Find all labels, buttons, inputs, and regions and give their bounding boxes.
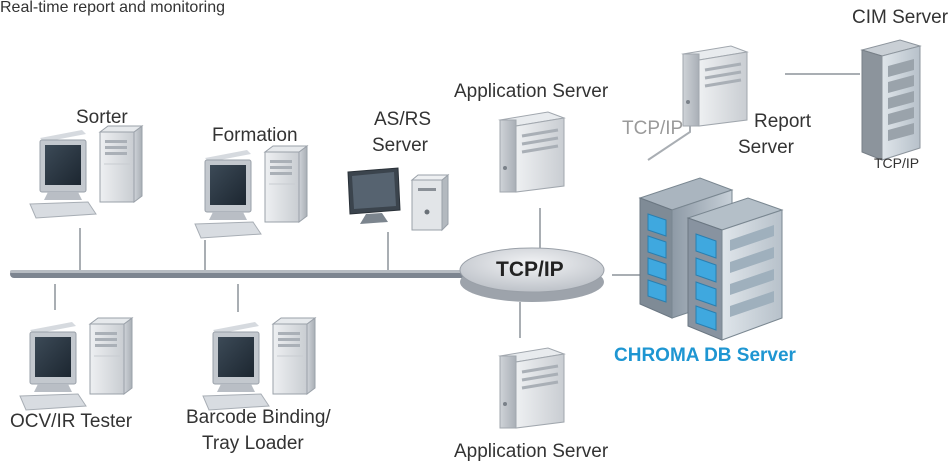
sorter-workstation	[29, 125, 143, 219]
report-link-tcpip-label: TCP/IP	[622, 118, 684, 139]
barcode-label-line1: Barcode Binding/	[186, 407, 331, 428]
barcode-label-line2: Tray Loader	[202, 433, 304, 454]
application-server-bottom-label: Application Server	[454, 441, 609, 462]
tcpip-hub-shape	[459, 247, 605, 302]
barcode-workstation	[202, 317, 316, 411]
asrs-server-machine	[347, 167, 450, 232]
report-label-line2: Server	[738, 137, 794, 158]
report-server-machine	[681, 44, 749, 128]
cim-server-label: CIM Server	[852, 7, 949, 28]
asrs-label-line2: Server	[372, 135, 428, 156]
asrs-label-line1: AS/RS	[374, 109, 432, 130]
cim-server-rack	[860, 39, 922, 161]
ocv-tester-label: OCV/IR Tester	[10, 411, 133, 432]
report-label-line1: Report	[754, 111, 812, 132]
db-server-label: CHROMA DB Server	[614, 345, 796, 366]
ocv-tester-workstation	[19, 317, 133, 411]
formation-label: Formation	[212, 125, 298, 146]
tcpip-hub-label: TCP/IP	[496, 258, 564, 281]
diagram-subtitle: Real-time report and monitoring	[0, 0, 225, 16]
cim-tcpip-label: TCP/IP	[874, 155, 920, 171]
formation-workstation	[194, 145, 308, 239]
sorter-label: Sorter	[76, 107, 128, 128]
application-server-top-machine	[498, 110, 566, 194]
db-server-racks	[638, 177, 784, 341]
application-server-top-label: Application Server	[454, 81, 609, 102]
application-server-bottom-machine	[498, 346, 566, 430]
